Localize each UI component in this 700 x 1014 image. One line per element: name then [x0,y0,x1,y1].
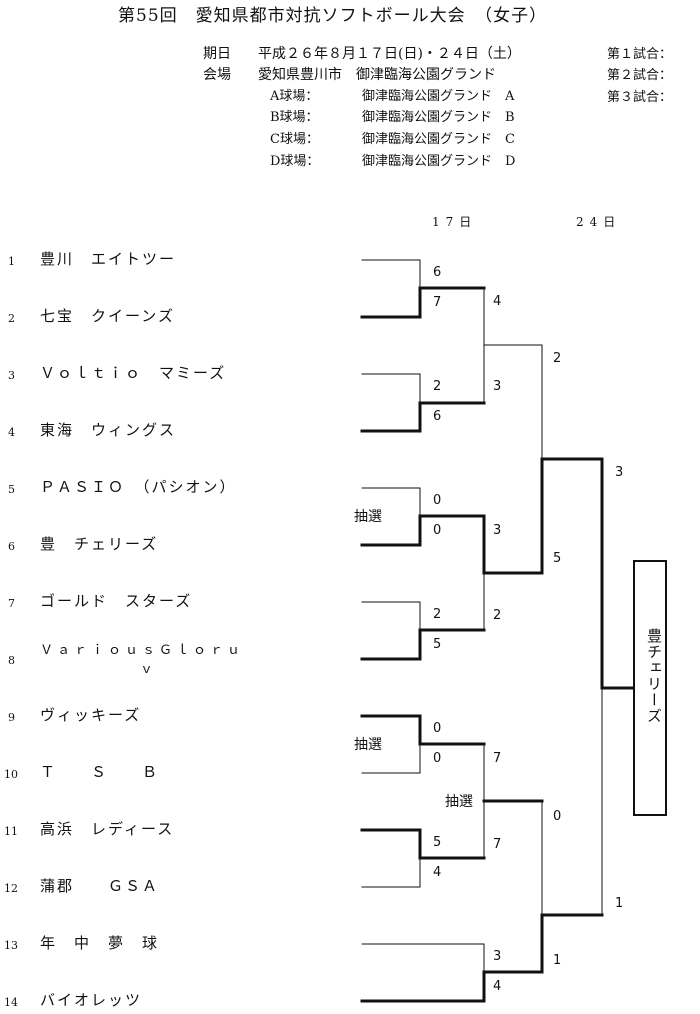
date-24-label: 24日 [576,215,622,229]
score: 3 [615,465,624,480]
score: 1 [553,953,562,968]
score: 6 [433,409,442,424]
field-d-label: D球場： [270,154,320,169]
team-num: 2 [8,312,15,325]
score: 0 [433,493,442,508]
team-name: Ｖｏｌｔｉｏ マミーズ [40,364,227,382]
champion-name: 豊チェリーズ [645,628,663,724]
date-17-label: 17日 [432,215,478,229]
team-name: ＰＡＳＩＯ （パシオン） [40,478,237,496]
team-name: 東海 ウィングス [40,421,177,439]
score: 3 [493,949,502,964]
score: 3 [493,523,502,538]
date-value: 平成２６年８月１７日(日)・２４日（土） [258,46,521,62]
team-num: 5 [8,483,15,496]
field-d-place: 御津臨海公園グランド D [362,154,516,169]
score: 5 [433,637,442,652]
team-name: ゴールド スターズ [40,592,193,610]
score: 1 [615,896,624,911]
team-num: 12 [4,882,18,895]
score: 0 [553,809,562,824]
team-num: 9 [8,711,15,724]
team-num: 8 [8,654,15,667]
date-label: 期日 [203,46,231,62]
team-name: ＶａｒｉｏｕｓＧｌｏｒｕ [40,643,245,658]
team-num: 4 [8,426,15,439]
team-num: 13 [4,939,18,952]
score: 4 [433,865,442,880]
venue-value: 愛知県豊川市 御津臨海公園グランド [258,67,496,83]
score: 2 [433,607,442,622]
team-num: 10 [4,768,18,781]
score: 2 [493,608,502,623]
score: 7 [493,751,502,766]
score: 2 [433,379,442,394]
team-name: 高浜 レディース [40,820,175,838]
field-b-label: B球場： [270,110,319,125]
team-name-line2: ｖ [140,662,156,677]
team-name: バイオレッツ [40,991,143,1009]
team-num: 1 [8,255,15,268]
team-num: 3 [8,369,15,382]
game-2-label: 第２試合： [607,68,673,83]
score: 3 [493,379,502,394]
team-name: 年 中 夢 球 [40,934,160,952]
team-name: 七宝 クイーンズ [40,307,175,325]
score: 7 [493,837,502,852]
team-name: 豊川 エイトツー [40,250,177,268]
game-1-label: 第１試合： [607,47,673,62]
team-name: Ｔ Ｓ Ｂ [40,763,160,781]
team-num: 11 [4,825,18,838]
score: 4 [493,294,502,309]
field-a-label: A球場： [270,89,319,104]
score: 7 [433,295,442,310]
page-title: 第55回 愛知県都市対抗ソフトボール大会 （女子） [118,6,548,26]
field-a-place: 御津臨海公園グランド A [362,89,515,104]
field-b-place: 御津臨海公園グランド B [362,110,515,125]
score: 5 [553,551,562,566]
team-num: 6 [8,540,15,553]
score: 4 [493,979,502,994]
score: 0 [433,751,442,766]
lottery-label: 抽選 [354,737,382,753]
team-num: 7 [8,597,15,610]
team-num: 14 [4,996,18,1009]
champion-box: 豊チェリーズ [633,560,667,816]
game-3-label: 第３試合： [607,90,673,105]
score: 0 [433,721,442,736]
team-name: 蒲郡 ＧＳＡ [40,877,160,895]
lottery-label: 抽選 [354,509,382,525]
score: 2 [553,351,562,366]
field-c-place: 御津臨海公園グランド C [362,132,515,147]
score: 5 [433,835,442,850]
score: 6 [433,265,442,280]
field-c-label: C球場： [270,132,319,147]
lottery-label: 抽選 [445,794,473,810]
venue-label: 会場 [203,67,231,83]
team-name: ヴィッキーズ [40,706,142,724]
team-name: 豊 チェリーズ [40,535,159,553]
score: 0 [433,523,442,538]
